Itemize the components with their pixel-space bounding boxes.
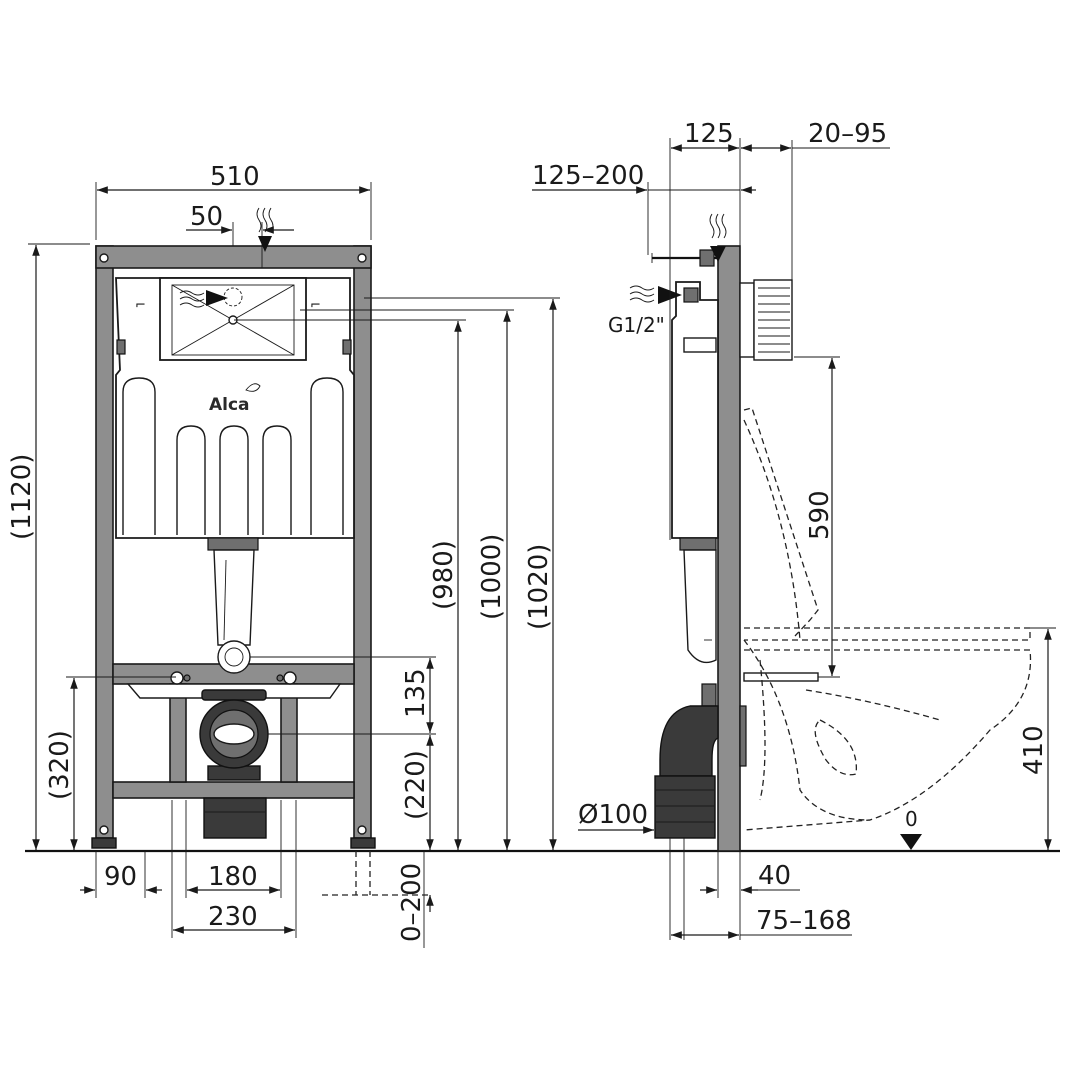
dim-40: 40 [758, 861, 791, 891]
svg-text:⌐: ⌐ [310, 298, 321, 313]
dim-range-75-168: 75–168 [756, 906, 852, 936]
dim-offset-top: 50 [190, 202, 223, 232]
floor-zero-marker [900, 834, 922, 850]
bolt-hole [357, 253, 367, 263]
side-waste-elbow [654, 683, 747, 839]
frame-bottom-rail [112, 781, 355, 799]
dim-span-180: 180 [208, 862, 258, 892]
frame-left-upright [95, 245, 114, 839]
frame-right-upright [353, 245, 372, 839]
dim-height-1000: (1000) [477, 534, 507, 620]
bolt-hole [357, 825, 367, 835]
dim-410: 410 [1019, 725, 1049, 775]
svg-text:⌐: ⌐ [135, 298, 146, 313]
dim-height-total: (1120) [7, 454, 37, 540]
dim-depth-125: 125 [684, 119, 734, 149]
brand-logo: Alca [209, 395, 250, 415]
dim-foot-90: 90 [104, 862, 137, 892]
side-water-inlet-icon [629, 285, 682, 304]
dim-220: (220) [401, 750, 431, 820]
dim-135: 135 [401, 668, 431, 718]
side-flush-plate [739, 279, 793, 361]
thread-size-label: G1/2" [608, 313, 665, 337]
side-mounting-bolt [743, 672, 819, 682]
dim-range-125-200: 125–200 [532, 161, 644, 191]
side-water-supply-icon [709, 213, 727, 262]
side-frame-column [717, 245, 741, 852]
flush-pipe [213, 549, 255, 646]
dim-adjust-0-200: 0–200 [397, 863, 427, 942]
dim-height-980: (980) [429, 540, 459, 610]
dim-range-20-95: 20–95 [808, 119, 887, 149]
foot-right [350, 837, 376, 849]
water-supply-icon [256, 207, 274, 252]
frame-top-rail [95, 245, 372, 269]
bolt-hole [99, 253, 109, 263]
flush-outlet [217, 640, 251, 674]
toilet-outline-dashed [743, 407, 1032, 831]
bolt-hole [99, 825, 109, 835]
side-view: G1/2" [532, 119, 1056, 940]
dim-590: 590 [805, 490, 835, 540]
dim-width-total: 510 [210, 162, 260, 192]
waste-elbow [199, 689, 269, 839]
foot-left [91, 837, 117, 849]
dim-height-1020: (1020) [524, 544, 554, 630]
dim-pipe-diameter: Ø100 [578, 800, 648, 830]
floor-zero-label: 0 [905, 807, 918, 831]
dim-height-320: (320) [45, 730, 75, 800]
dim-span-230: 230 [208, 902, 258, 932]
front-view: ⌐ ⌐ Alca [7, 162, 560, 948]
water-inlet-icon [179, 290, 228, 308]
side-cistern [671, 281, 719, 539]
